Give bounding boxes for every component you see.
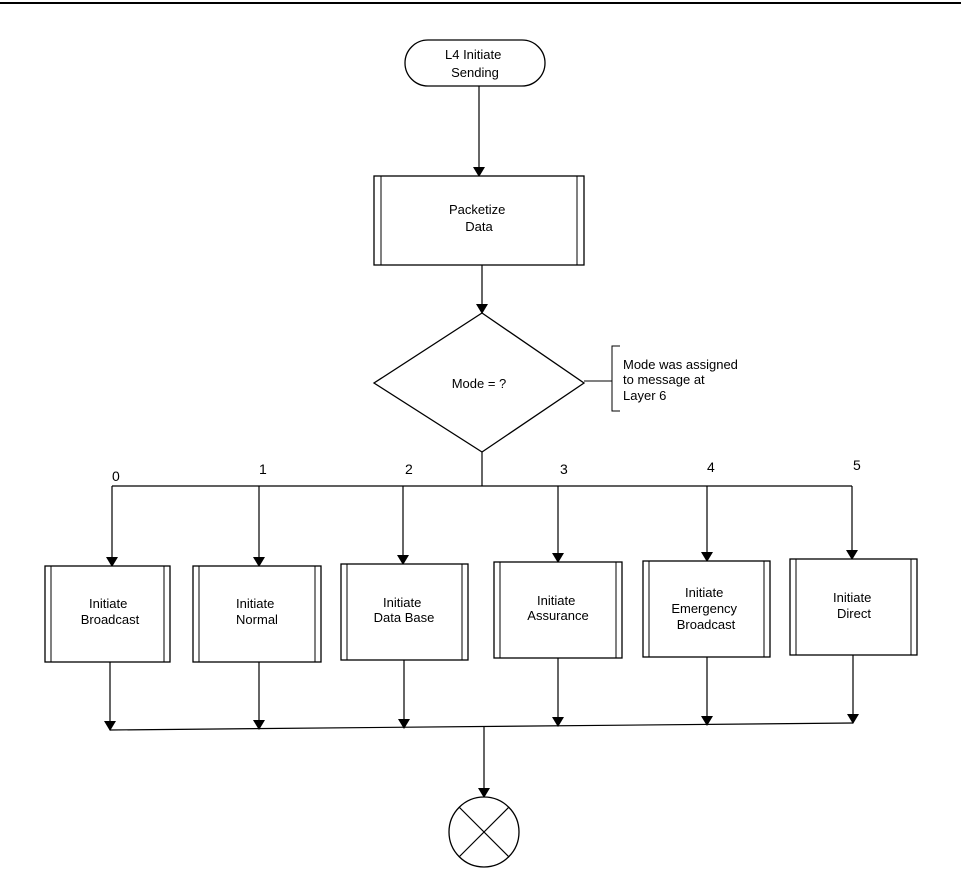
mode-label-0: 0 (112, 468, 120, 484)
mode-decision: Mode = ? (372, 312, 586, 453)
mode-label-4: 4 (707, 459, 715, 475)
broadcast-label-line-2: Broadcast (81, 612, 140, 627)
broadcast-label-line-1: Initiate (89, 596, 127, 611)
start-label-line-1: L4 Initiate (445, 47, 501, 62)
annotation-line-2: to message at (623, 372, 705, 387)
svg-text:Mode was assigned to mes: Mode was assigned to message at Layer 6 (623, 357, 742, 403)
svg-text:Initiate Data Base: Initiate Data Base (374, 595, 435, 625)
svg-text:Initiate Broadcast: Initiate Broadcast (81, 596, 140, 627)
direct-label-line-2: Direct (837, 606, 871, 621)
svg-text:Initiate Direct: Initiate Direct (833, 590, 875, 621)
emergency-label-line-1: Initiate (685, 585, 723, 600)
direct-label-line-1: Initiate (833, 590, 871, 605)
annotation-line-3: Layer 6 (623, 388, 666, 403)
start-label-line-2: Sending (451, 65, 499, 80)
merge-bus (109, 722, 854, 731)
connector-x-icon (448, 796, 520, 868)
mode-label-5: 5 (853, 457, 861, 473)
initiate-emergency-broadcast-process: Initiate Emergency Broadcast (642, 560, 771, 658)
initiate-broadcast-process: Initiate Broadcast (44, 565, 171, 663)
decision-label: Mode = ? (452, 376, 507, 391)
packetize-data-process: Packetize Data (373, 175, 585, 266)
database-label-line-1: Initiate (383, 595, 421, 610)
emergency-label-line-3: Broadcast (677, 617, 736, 632)
svg-text:Initiate Assurance: Initiate Assurance (527, 593, 588, 623)
svg-text:Packetize Data: Packetize Data (449, 202, 509, 234)
initiate-assurance-process: Initiate Assurance (493, 561, 623, 659)
assurance-label-line-1: Initiate (537, 593, 575, 608)
packetize-label-line-2: Data (465, 219, 493, 234)
mode-label-2: 2 (405, 461, 413, 477)
normal-label-line-1: Initiate (236, 596, 274, 611)
mode-label-3: 3 (560, 461, 568, 477)
normal-label-line-2: Normal (236, 612, 278, 627)
svg-text:L4 Initiate Sending: L4 Initiate Sending (445, 47, 505, 80)
annotation-line-1: Mode was assigned (623, 357, 738, 372)
packetize-label-line-1: Packetize (449, 202, 505, 217)
mode-label-1: 1 (259, 461, 267, 477)
initiate-normal-process: Initiate Normal (192, 565, 322, 663)
start-terminator: L4 Initiate Sending (404, 39, 546, 87)
svg-text:Initiate Emergency: Initiate Emergency Broadcast (671, 585, 740, 632)
assurance-label-line-2: Assurance (527, 608, 588, 623)
database-label-line-2: Data Base (374, 610, 435, 625)
emergency-label-line-2: Emergency (671, 601, 737, 616)
svg-text:Initiate Normal: Initiate Normal (236, 596, 278, 627)
initiate-direct-process: Initiate Direct (789, 558, 918, 656)
mode-annotation: Mode was assigned to message at Layer 6 (584, 345, 742, 412)
initiate-database-process: Initiate Data Base (340, 563, 469, 661)
